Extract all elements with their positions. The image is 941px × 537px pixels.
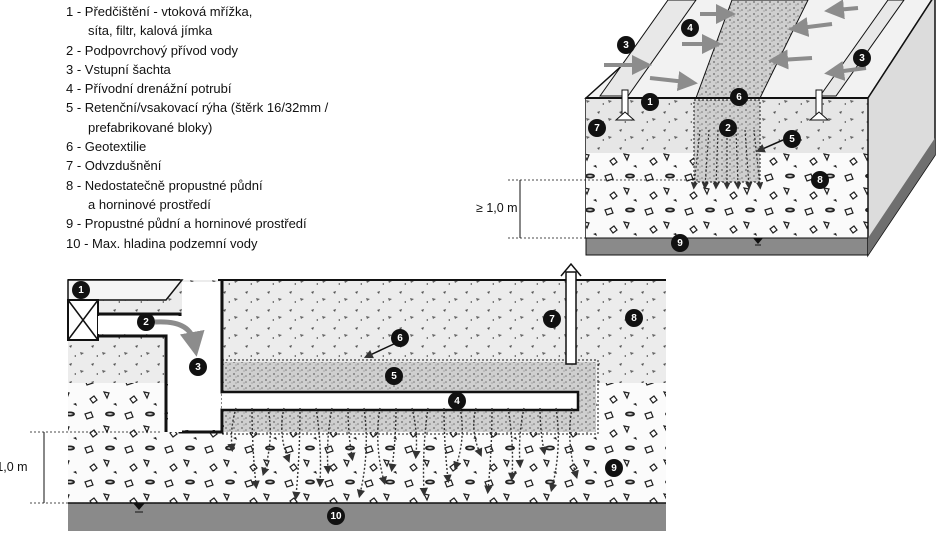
infiltration-arrow	[539, 407, 548, 456]
legend-item: 5 - Retenční/vsakovací rýha (štěrk 16/32…	[66, 100, 329, 116]
legend-item-continuation: síta, filtr, kalová jímka	[88, 23, 213, 39]
callout-marker: 2	[719, 119, 737, 137]
callout-marker: 2	[137, 313, 155, 331]
svg-text:1: 1	[78, 285, 84, 296]
inlet-shaft	[182, 282, 220, 430]
callout-marker: 1	[72, 281, 90, 299]
svg-text:4: 4	[454, 396, 460, 407]
svg-text:4: 4	[687, 23, 693, 34]
dimension-label-perspective: ≥ 1,0 m	[476, 201, 518, 215]
groundwater-layer	[68, 503, 666, 531]
infiltration-arrow	[734, 129, 742, 190]
callout-marker: 9	[671, 234, 689, 252]
callout-marker: 3	[189, 358, 207, 376]
infiltration-arrow	[227, 407, 237, 453]
svg-text:3: 3	[195, 362, 201, 373]
legend-item: 8 - Nedostatečně propustné půdní	[66, 177, 263, 193]
callout-marker: 4	[681, 19, 699, 37]
legend-item: 7 - Odvzdušnění	[66, 158, 162, 174]
legend: 1 - Předčištění - vtoková mřížka, síta, f…	[66, 2, 376, 253]
callout-marker: 3	[617, 36, 635, 54]
infiltration-arrow	[548, 407, 559, 493]
callout-marker: 8	[625, 309, 643, 327]
svg-text:5: 5	[789, 134, 795, 145]
legend-item-continuation: prefabrikované bloky)	[88, 119, 213, 135]
section-view: ≥ 1,0 m	[0, 262, 666, 531]
callout-marker: 9	[605, 459, 623, 477]
infiltration-arrow	[753, 129, 764, 190]
infiltration-arrow	[453, 407, 463, 470]
perspective-view: ≥ 1,0 m	[476, 0, 936, 258]
callout-marker: 8	[811, 171, 829, 189]
svg-text:2: 2	[725, 123, 731, 134]
svg-text:2: 2	[143, 317, 149, 328]
infiltration-arrow	[569, 407, 579, 480]
dimension-label-section: ≥ 1,0 m	[0, 460, 28, 474]
legend-item-continuation: a horninové prostředí	[88, 196, 211, 212]
svg-text:8: 8	[631, 313, 637, 324]
svg-text:8: 8	[817, 175, 823, 186]
legend-item: 6 - Geotextilie	[66, 139, 147, 155]
infiltration-arrow	[388, 407, 397, 473]
callout-marker: 10	[327, 507, 345, 525]
svg-text:9: 9	[677, 238, 683, 249]
svg-text:10: 10	[330, 511, 342, 522]
infiltration-arrow	[315, 407, 325, 488]
legend-item: 3 - Vstupní šachta	[66, 61, 171, 77]
callout-marker: 7	[588, 119, 606, 137]
svg-text:7: 7	[549, 314, 555, 325]
svg-text:7: 7	[594, 123, 600, 134]
svg-text:6: 6	[397, 333, 403, 344]
svg-text:9: 9	[611, 463, 617, 474]
legend-item: 4 - Přívodní drenážní potrubí	[66, 81, 232, 97]
callout-marker: 5	[783, 130, 801, 148]
callout-marker: 6	[391, 329, 409, 347]
infiltration-arrow	[281, 407, 291, 463]
infiltration-arrow	[712, 129, 720, 190]
callout-marker: 4	[448, 392, 466, 410]
infiltration-arrow	[251, 407, 260, 490]
drainage-pipe	[222, 392, 578, 410]
infiltration-arrow	[484, 407, 493, 495]
callout-marker: 3	[853, 49, 871, 67]
callout-marker: 7	[543, 310, 561, 328]
svg-text:1: 1	[647, 97, 653, 108]
infiltration-arrow	[690, 129, 701, 190]
infiltration-arrow	[701, 129, 710, 190]
inlet-grate	[67, 279, 184, 301]
infiltration-arrow	[347, 407, 356, 462]
vent-pipe	[565, 271, 577, 365]
infiltration-arrow	[515, 407, 525, 469]
infiltration-arrow	[323, 407, 333, 475]
legend-item: 10 - Max. hladina podzemní vody	[66, 235, 258, 251]
svg-text:5: 5	[391, 371, 397, 382]
callout-marker: 5	[385, 367, 403, 385]
infiltration-arrow	[377, 407, 387, 486]
infiltration-arrow	[744, 129, 753, 190]
legend-item: 1 - Předčištění - vtoková mřížka,	[66, 4, 253, 19]
infiltration-arrow	[292, 407, 301, 501]
callout-marker: 1	[641, 93, 659, 111]
legend-item: 2 - Podpovrchový přívod vody	[66, 42, 238, 58]
infiltration-arrow	[261, 407, 271, 477]
infiltration-arrow	[419, 407, 429, 497]
infiltration-arrow	[443, 407, 452, 484]
svg-text:3: 3	[859, 53, 865, 64]
svg-text:6: 6	[736, 92, 742, 103]
svg-text:3: 3	[623, 40, 629, 51]
callout-markers: 1 2 3 4 5 6 7 8 9 10 3 4 3 1 6 2 7 5 8 9	[72, 19, 871, 525]
infiltration-arrow	[356, 407, 367, 499]
legend-item: 9 - Propustné půdní a horninové prostřed…	[66, 216, 307, 232]
callout-marker: 6	[730, 88, 748, 106]
